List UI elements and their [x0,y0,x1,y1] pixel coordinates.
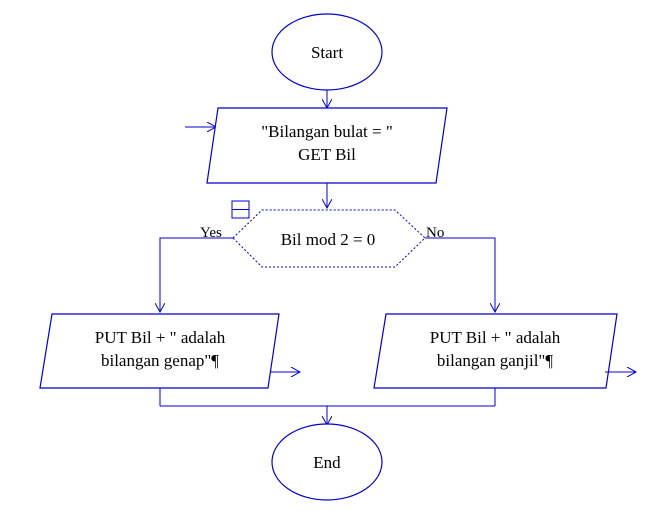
output-no-block[interactable]: PUT Bil + " adalah bilangan ganjil"¶ [373,313,618,389]
input-block[interactable]: "Bilangan bulat = " GET Bil [206,107,448,184]
output-yes-line2: bilangan genap"¶ [101,351,219,370]
output-no-line1: PUT Bil + " adalah [430,328,561,347]
output-yes-line1: PUT Bil + " adalah [95,328,226,347]
end-ellipse [271,423,383,501]
decision-block[interactable]: Bil mod 2 = 0 [232,209,426,268]
no-label: No [426,225,444,241]
input-line2: GET Bil [298,145,356,164]
input-line1: "Bilangan bulat = " [261,122,393,141]
start-label: Start [311,43,343,62]
output-no-parallelogram [373,313,618,389]
decision-hexagon [232,209,426,268]
input-parallelogram [206,107,448,184]
connector-no [425,237,495,312]
decision-label: Bil mod 2 = 0 [281,230,376,249]
output-yes-parallelogram [39,313,280,389]
end-label: End [313,453,341,472]
connector-yes [160,237,233,312]
output-no-line2: bilangan ganjil"¶ [437,351,553,370]
yes-label: Yes [200,225,222,241]
start-terminal[interactable]: Start [271,13,383,91]
end-terminal[interactable]: End [271,423,383,501]
output-yes-block[interactable]: PUT Bil + " adalah bilangan genap"¶ [39,313,280,389]
collapse-box-icon[interactable] [231,200,250,219]
